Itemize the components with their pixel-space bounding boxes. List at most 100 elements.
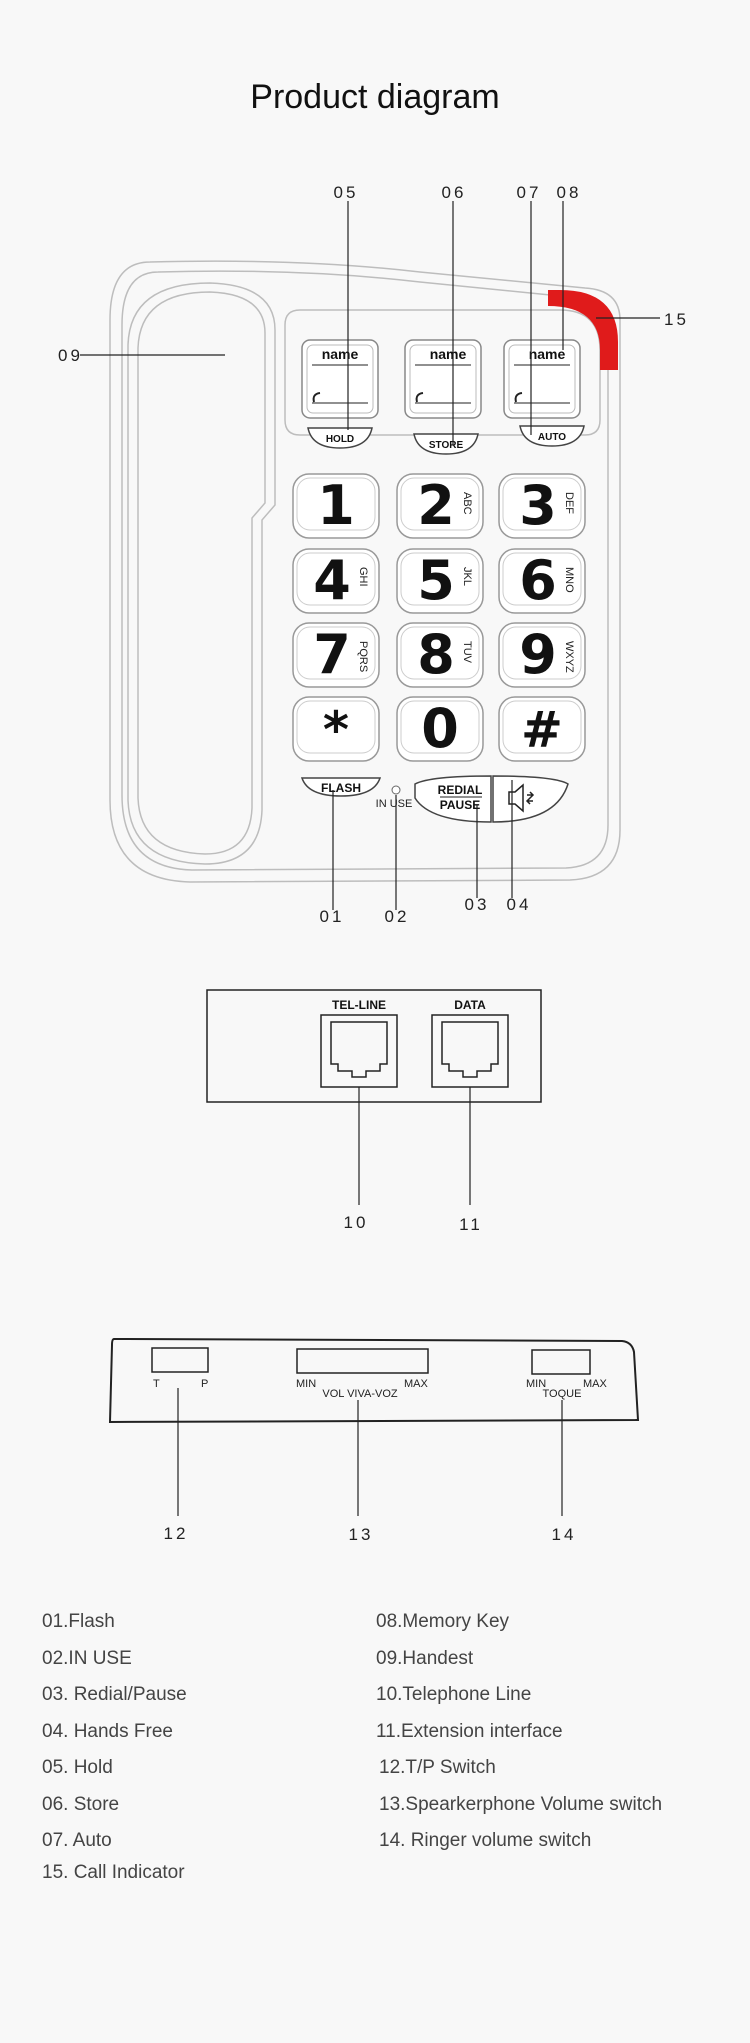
keypad-letters: TUV	[461, 641, 473, 664]
keypad-digit: #	[521, 701, 563, 759]
ringer-volume-switch	[531, 1349, 591, 1375]
svg-text:STORE: STORE	[429, 440, 464, 451]
keypad-digit: 5	[417, 549, 455, 612]
memory-key-label: name	[322, 346, 359, 362]
callout-03: 03	[465, 895, 490, 914]
hold-button: HOLD	[307, 427, 373, 449]
keypad-key: 6 MNO	[498, 548, 586, 614]
legend-item: 04. Hands Free	[42, 1720, 173, 1742]
keypad-key: 2 ABC	[396, 473, 484, 539]
callout-07: 07	[517, 183, 542, 202]
keypad-digit: 9	[519, 623, 557, 686]
keypad-letters: GHI	[357, 567, 369, 587]
memory-key-1: name	[301, 339, 379, 419]
legend-right: 08.Memory Key 09.Handest 10.Telephone Li…	[376, 1604, 662, 1860]
auto-button: AUTO	[519, 425, 585, 447]
keypad-key: 3 DEF	[498, 473, 586, 539]
keypad-digit: 4	[313, 549, 351, 612]
svg-text:TOQUE: TOQUE	[543, 1388, 582, 1400]
keypad-key: #	[498, 696, 586, 762]
legend-item-call-indicator: 15. Call Indicator	[42, 1862, 185, 1883]
memory-key-label: name	[529, 346, 566, 362]
legend-item: 05. Hold	[42, 1757, 113, 1778]
keypad-key: 4 GHI	[292, 548, 380, 614]
keypad-key: 0	[396, 696, 484, 762]
keypad-digit: 1	[317, 474, 355, 537]
keypad-key: 1	[292, 473, 380, 539]
svg-text:MIN: MIN	[296, 1378, 316, 1390]
legend-item: 11.Extension interface	[376, 1720, 563, 1742]
callout-14: 14	[552, 1525, 577, 1544]
in-use-label: IN USE	[376, 798, 413, 810]
callout-10: 10	[344, 1213, 369, 1232]
svg-text:MAX: MAX	[404, 1378, 429, 1390]
keypad-letters: MNO	[563, 567, 575, 593]
legend-item: 01.Flash	[42, 1611, 115, 1632]
callout-05: 05	[334, 183, 359, 202]
legend-item: 13.Spearkerphone Volume switch	[379, 1793, 663, 1815]
keypad-key: 7 PQRS	[292, 622, 380, 688]
keypad-key: *	[292, 696, 380, 762]
handset	[127, 282, 276, 865]
callout-02: 02	[385, 907, 410, 926]
keypad-digit: *	[323, 701, 349, 759]
phone-icon	[312, 392, 321, 403]
svg-text:AUTO: AUTO	[538, 432, 566, 443]
callout-08: 08	[557, 183, 582, 202]
keypad-letters: DEF	[563, 492, 575, 514]
svg-text:HOLD: HOLD	[326, 434, 354, 445]
tp-switch	[151, 1347, 209, 1373]
keypad-key: 9 WXYZ	[498, 622, 586, 688]
keypad-digit: 8	[417, 623, 455, 686]
keypad-digit: 6	[519, 549, 557, 612]
keypad-key: 8 TUV	[396, 622, 484, 688]
svg-text:MIN: MIN	[526, 1378, 546, 1390]
legend-item: 10.Telephone Line	[376, 1684, 532, 1705]
data-jack	[431, 1014, 509, 1088]
legend-item: 08.Memory Key	[376, 1611, 510, 1632]
jack-panel: TEL-LINE DATA	[206, 989, 542, 1205]
legend-item: 14. Ringer volume switch	[379, 1830, 592, 1851]
memory-key-3: name	[503, 339, 581, 419]
callout-15: 15	[664, 310, 689, 329]
memory-key-label: name	[430, 346, 467, 362]
callout-11: 11	[459, 1215, 483, 1234]
svg-text:PAUSE: PAUSE	[440, 798, 480, 812]
redial-pause-button: REDIAL PAUSE	[414, 775, 492, 823]
flash-button: FLASH	[300, 777, 382, 797]
callout-04: 04	[507, 895, 532, 914]
speakerphone-volume-switch	[296, 1348, 429, 1374]
switch-panel: T P MIN MAX VOL VIVA-VOZ MIN MAX TOQUE	[108, 1337, 640, 1516]
phone-icon	[514, 392, 523, 403]
tel-line-jack	[320, 1014, 398, 1088]
hands-free-button	[492, 775, 569, 823]
keypad-digit: 7	[313, 623, 351, 686]
svg-text:P: P	[201, 1378, 208, 1390]
legend-item: 03. Redial/Pause	[42, 1684, 187, 1705]
svg-text:FLASH: FLASH	[321, 781, 361, 795]
legend-item: 12.T/P Switch	[379, 1757, 496, 1778]
callout-12: 12	[164, 1524, 189, 1543]
svg-text:VOL VIVA-VOZ: VOL VIVA-VOZ	[322, 1388, 397, 1400]
callout-01: 01	[320, 907, 345, 926]
phone-icon	[415, 392, 424, 403]
keypad-digit: 3	[519, 474, 557, 537]
callout-13: 13	[349, 1525, 374, 1544]
callout-09: 09	[58, 346, 83, 365]
legend-left: 01.Flash 02.IN USE 03. Redial/Pause 04. …	[42, 1604, 187, 1860]
in-use-led	[391, 785, 401, 795]
keypad-letters: PQRS	[357, 641, 369, 672]
svg-text:REDIAL: REDIAL	[438, 783, 483, 797]
keypad-letters: WXYZ	[563, 641, 575, 673]
speaker-icon	[508, 783, 535, 813]
svg-text:T: T	[153, 1378, 160, 1390]
phone-body	[109, 260, 621, 883]
keypad-letters: ABC	[461, 492, 473, 515]
call-indicator	[548, 290, 618, 370]
callout-06: 06	[442, 183, 467, 202]
data-label: DATA	[454, 998, 486, 1012]
keypad-digit: 2	[417, 474, 455, 537]
